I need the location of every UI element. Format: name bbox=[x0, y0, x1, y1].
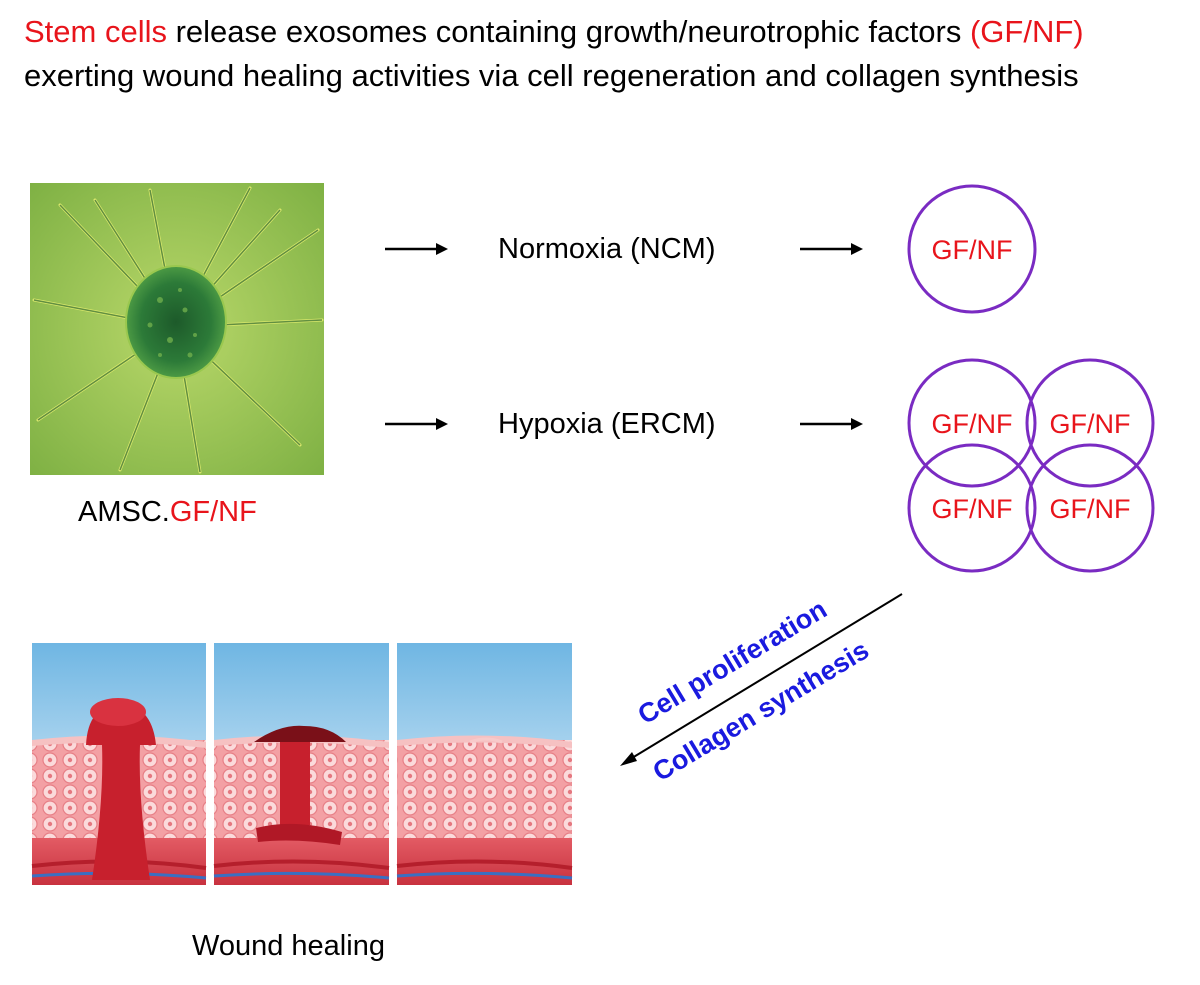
normoxia-exosome-label: GF/NF bbox=[932, 235, 1013, 265]
wound-panel-2 bbox=[213, 643, 390, 885]
wound-panel-1 bbox=[31, 643, 207, 885]
normoxia-exosome: GF/NF bbox=[907, 184, 1037, 314]
stem-cell-micrograph bbox=[30, 183, 324, 475]
headline-tag: (GF/NF) bbox=[969, 14, 1084, 49]
stem-cell-caption: AMSC.GF/NF bbox=[78, 494, 257, 530]
arrow-heads bbox=[436, 243, 863, 430]
stem-cell-caption-prefix: AMSC. bbox=[78, 496, 170, 528]
headline-line-1: Stem cells release exosomes containing g… bbox=[24, 12, 1084, 52]
stem-cell-caption-factor: GF/NF bbox=[169, 496, 257, 528]
effect-arrow bbox=[620, 593, 903, 766]
condition-hypoxia: Hypoxia (ERCM) bbox=[498, 408, 716, 440]
headline-line-2: exerting wound healing activities via ce… bbox=[24, 58, 1079, 93]
hypoxia-exosome-cluster bbox=[907, 358, 1155, 573]
headline-middle: release exosomes containing growth/neuro… bbox=[166, 14, 970, 49]
hypoxia-exosome-label-1: GF/NF bbox=[932, 409, 1013, 439]
hypoxia-exosome-label-4: GF/NF bbox=[1050, 494, 1131, 524]
condition-normoxia: Normoxia (NCM) bbox=[498, 233, 716, 265]
headline-highlight: Stem cells bbox=[24, 14, 167, 49]
wound-panel-3 bbox=[396, 643, 573, 885]
arrows-to-conditions bbox=[385, 247, 853, 426]
hypoxia-exosome-label-2: GF/NF bbox=[1050, 409, 1131, 439]
wound-healing-caption: Wound healing bbox=[192, 930, 385, 962]
hypoxia-exosome-label-3: GF/NF bbox=[932, 494, 1013, 524]
